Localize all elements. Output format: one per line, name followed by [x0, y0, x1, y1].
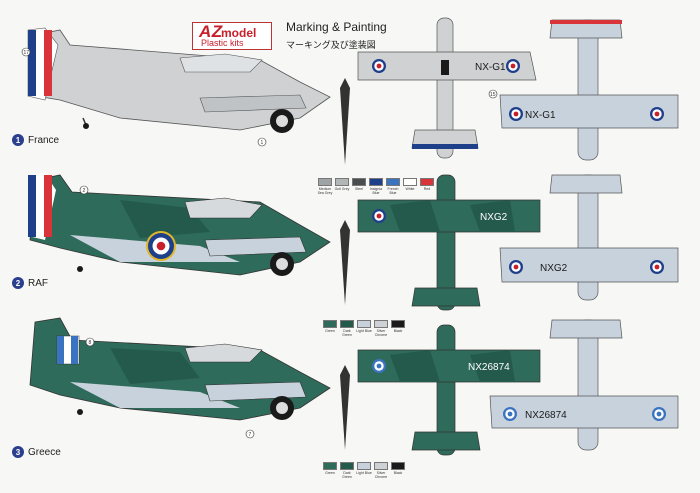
paint-swatch-label: Light Blue — [356, 471, 372, 475]
france-top-code: NX-G1 — [475, 62, 506, 73]
paint-swatch-color — [335, 178, 349, 186]
paint-swatch: Black — [391, 462, 405, 479]
paint-swatch-color — [357, 320, 371, 328]
callout-label: 7 — [249, 432, 252, 438]
paint-swatch-label: Insignia Blue — [369, 187, 383, 195]
raf-underside-code: NXG2 — [540, 263, 568, 274]
paint-swatch-label: Silver Chrome — [374, 329, 388, 337]
paint-swatch-label: Green — [325, 329, 335, 333]
callout-label: 15 — [490, 92, 496, 98]
paint-swatch-color — [340, 320, 354, 328]
greece-underside-view: NX26874 — [489, 319, 679, 451]
paint-swatch-label: Green — [325, 471, 335, 475]
greece-side-view — [29, 317, 350, 450]
paint-swatch: Green — [323, 320, 337, 337]
paint-swatch-label: Dark Green — [342, 329, 352, 337]
paint-swatch: Red — [420, 178, 434, 195]
paint-swatch-color — [391, 320, 405, 328]
greece-top-view: NX26874 — [357, 324, 541, 456]
paint-swatch-color — [374, 320, 388, 328]
paint-swatch: White — [403, 178, 417, 195]
callout-label: 8 — [89, 340, 92, 346]
france-side-view — [27, 27, 350, 165]
paint-swatch: Insignia Blue — [369, 178, 383, 195]
scheme-name: Greece — [28, 446, 61, 458]
greece-top-code: NX26874 — [468, 362, 510, 373]
paint-swatch-color — [340, 462, 354, 470]
paint-swatch-color — [369, 178, 383, 186]
sheet-subtitle-japanese: マーキング及び塗装図 — [286, 41, 376, 51]
paint-swatch: Dark Green — [340, 462, 354, 479]
paint-swatch-color — [357, 462, 371, 470]
scheme-label-greece: 3 Greece — [12, 446, 61, 458]
scheme-number: 2 — [12, 277, 24, 289]
raf-side-view — [28, 173, 350, 305]
scheme-label-raf: 2 RAF — [12, 277, 48, 289]
paint-swatch-label: Silver Chrome — [374, 471, 388, 479]
paint-swatch-label: Black — [393, 471, 403, 475]
paint-swatch: French Blue — [386, 178, 400, 195]
paint-swatch-label: Red — [423, 187, 431, 191]
france-top-view: NX-G1 — [357, 17, 537, 159]
logo-model: model — [221, 26, 257, 40]
paint-swatch-color — [374, 462, 388, 470]
paint-swatch: Light Blue — [356, 462, 372, 479]
paint-swatch-color — [323, 320, 337, 328]
paint-swatch: Black — [391, 320, 405, 337]
paint-swatch-label: French Blue — [387, 187, 399, 195]
callout-label: 1 — [261, 140, 264, 146]
paint-swatch: Gull Grey — [335, 178, 349, 195]
france-underside-code: NX-G1 — [525, 110, 556, 121]
raf-underside-view: NXG2 — [499, 174, 679, 301]
paint-swatch-color — [318, 178, 332, 186]
scheme-name: France — [28, 134, 60, 146]
france-underside-view: NX-G1 — [499, 19, 679, 161]
raf-top-code: NXG2 — [480, 212, 508, 223]
scheme-name: RAF — [28, 277, 48, 289]
paint-swatch-label: Black — [393, 329, 403, 333]
paint-swatch-color — [420, 178, 434, 186]
scheme-number: 1 — [12, 134, 24, 146]
paint-swatch-label: Light Blue — [356, 329, 372, 333]
scheme-number: 3 — [12, 446, 24, 458]
paint-swatch: Light Blue — [356, 320, 372, 337]
paint-swatch-color — [391, 462, 405, 470]
paint-swatch: Dark Green — [340, 320, 354, 337]
logo-az: AZ — [199, 22, 223, 41]
sheet-title: Marking & Painting — [286, 20, 387, 34]
raf-top-view: NXG2 — [357, 174, 541, 311]
paint-swatch-label: Medium Sea Grey — [317, 187, 333, 195]
paint-swatch-color — [386, 178, 400, 186]
paint-swatch: Silver Chrome — [374, 320, 388, 337]
paint-swatch-label: White — [405, 187, 415, 191]
paint-swatch: Green — [323, 462, 337, 479]
callout-label: 2 — [83, 188, 86, 194]
paint-swatch: Silver Chrome — [374, 462, 388, 479]
paint-swatch-color — [352, 178, 366, 186]
paint-swatch-color — [403, 178, 417, 186]
callouts: 17 2 8 7 1 15 — [21, 47, 498, 439]
paint-swatch-label: Gull Grey — [334, 187, 350, 191]
scheme-label-france: 1 France — [12, 134, 59, 146]
callout-label: 17 — [24, 50, 30, 56]
paint-swatch-label: Dark Green — [342, 471, 352, 479]
greece-underside-code: NX26874 — [525, 410, 567, 421]
paint-swatch-color — [323, 462, 337, 470]
paint-swatch: Steel — [352, 178, 366, 195]
logo-tagline: Plastic kits — [201, 38, 244, 48]
az-model-logo: AZ model Plastic kits — [192, 22, 272, 50]
paint-swatch-label: Steel — [355, 187, 363, 191]
paint-swatch: Medium Sea Grey — [318, 178, 332, 195]
